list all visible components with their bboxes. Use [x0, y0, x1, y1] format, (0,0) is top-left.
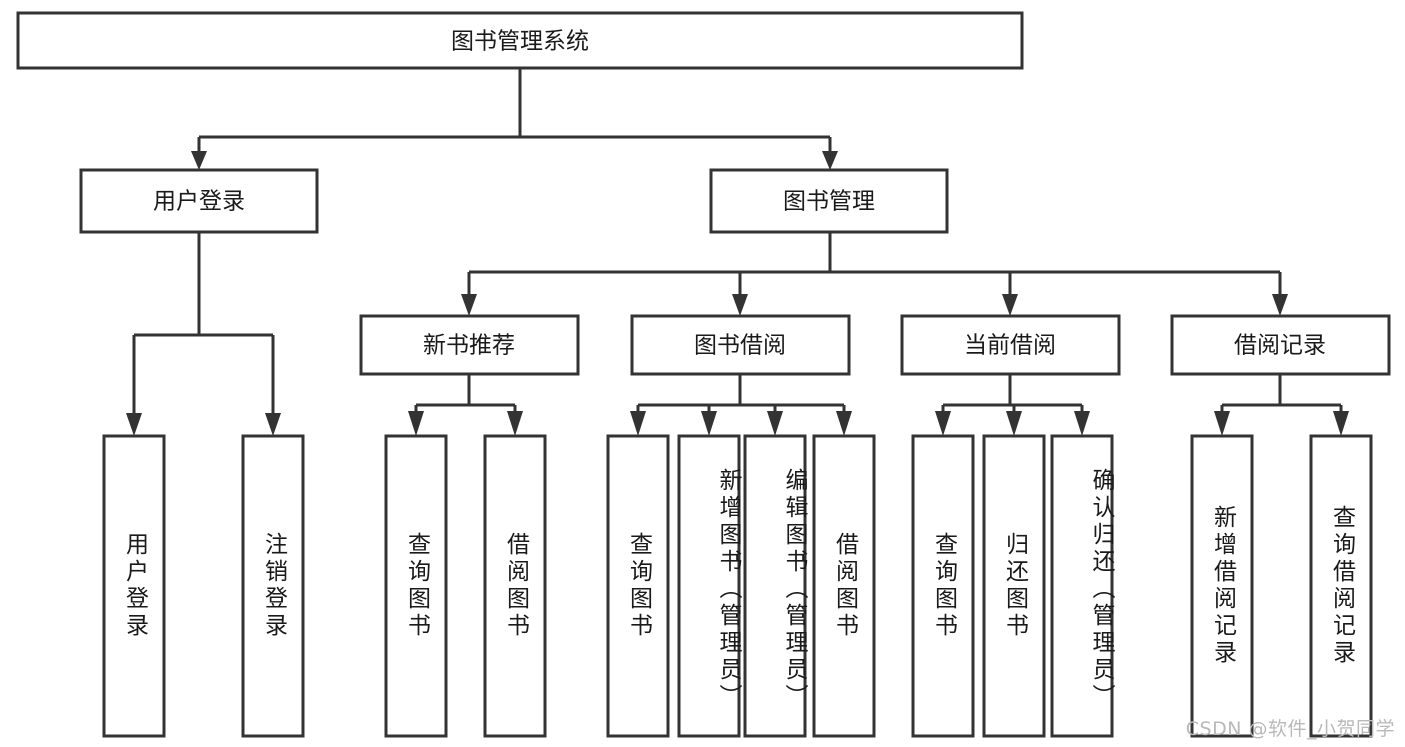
arrow-borrow-record-to-leaf1: [1214, 411, 1230, 436]
arrow-book-mgmt-to-book-borrow: [732, 294, 748, 316]
node-leaf-borrow-book-new-box[interactable]: [483, 434, 547, 738]
arrow-root-to-user-login: [191, 151, 207, 170]
node-user-login-label: 用户登录: [153, 189, 245, 215]
node-book-management-label: 图书管理: [783, 189, 875, 215]
node-leaf-edit-book-admin-box[interactable]: [743, 434, 807, 738]
node-book-management-box[interactable]: [709, 168, 949, 234]
arrow-user-login-to-leaf1: [126, 413, 142, 436]
node-new-book-recommend-label: 新书推荐: [423, 333, 515, 359]
arrow-book-mgmt-to-current-borrow: [1002, 294, 1018, 316]
node-leaf-query-book-current-box[interactable]: [911, 434, 975, 738]
node-new-book-recommend-box[interactable]: [359, 314, 580, 376]
arrow-new-book-to-leaf2: [507, 411, 523, 436]
node-book-borrow-box[interactable]: [630, 314, 851, 376]
node-leaf-user-login-box[interactable]: [102, 434, 166, 738]
arrow-current-borrow-to-leaf2: [1006, 411, 1022, 436]
node-current-borrow-label: 当前借阅: [964, 333, 1056, 359]
arrow-root-to-book-management: [822, 151, 838, 170]
arrow-book-borrow-to-leaf3: [767, 411, 783, 436]
node-leaf-query-borrow-record-box[interactable]: [1309, 434, 1373, 738]
arrow-user-login-to-leaf2: [265, 413, 281, 436]
node-leaf-add-borrow-record-box[interactable]: [1190, 434, 1254, 738]
arrow-book-mgmt-to-borrow-record: [1272, 294, 1288, 316]
node-root-box[interactable]: [16, 11, 1024, 70]
connector-layer: [126, 68, 1349, 436]
arrow-book-borrow-to-leaf4: [836, 411, 852, 436]
node-leaf-confirm-return-admin-box[interactable]: [1050, 434, 1114, 738]
arrow-book-mgmt-to-new-book: [461, 294, 477, 316]
arrow-book-borrow-to-leaf1: [630, 411, 646, 436]
node-leaf-add-book-admin-box[interactable]: [677, 434, 741, 738]
arrow-new-book-to-leaf1: [408, 411, 424, 436]
node-current-borrow-box[interactable]: [900, 314, 1121, 376]
node-leaf-query-book-new-box[interactable]: [384, 434, 448, 738]
node-leaf-borrow-book-box[interactable]: [812, 434, 876, 738]
node-leaf-query-book-borrow-box[interactable]: [606, 434, 670, 738]
arrow-book-borrow-to-leaf2: [701, 411, 717, 436]
node-leaf-logout-box[interactable]: [241, 434, 305, 738]
node-leaf-return-book-box[interactable]: [982, 434, 1046, 738]
arrow-current-borrow-to-leaf1: [935, 411, 951, 436]
node-user-login-box[interactable]: [79, 168, 319, 234]
node-root-label: 图书管理系统: [451, 29, 589, 55]
node-borrow-record-label: 借阅记录: [1234, 333, 1326, 359]
arrow-borrow-record-to-leaf2: [1333, 411, 1349, 436]
node-layer: 图书管理系统 用户登录 图书管理 新书推荐 图书借阅 当前借阅 借阅记录: [16, 11, 1391, 738]
node-book-borrow-label: 图书借阅: [694, 333, 786, 359]
csdn-watermark: CSDN @软件_小贺同学: [1185, 718, 1395, 740]
arrow-current-borrow-to-leaf3: [1074, 411, 1090, 436]
node-borrow-record-box[interactable]: [1170, 314, 1391, 376]
